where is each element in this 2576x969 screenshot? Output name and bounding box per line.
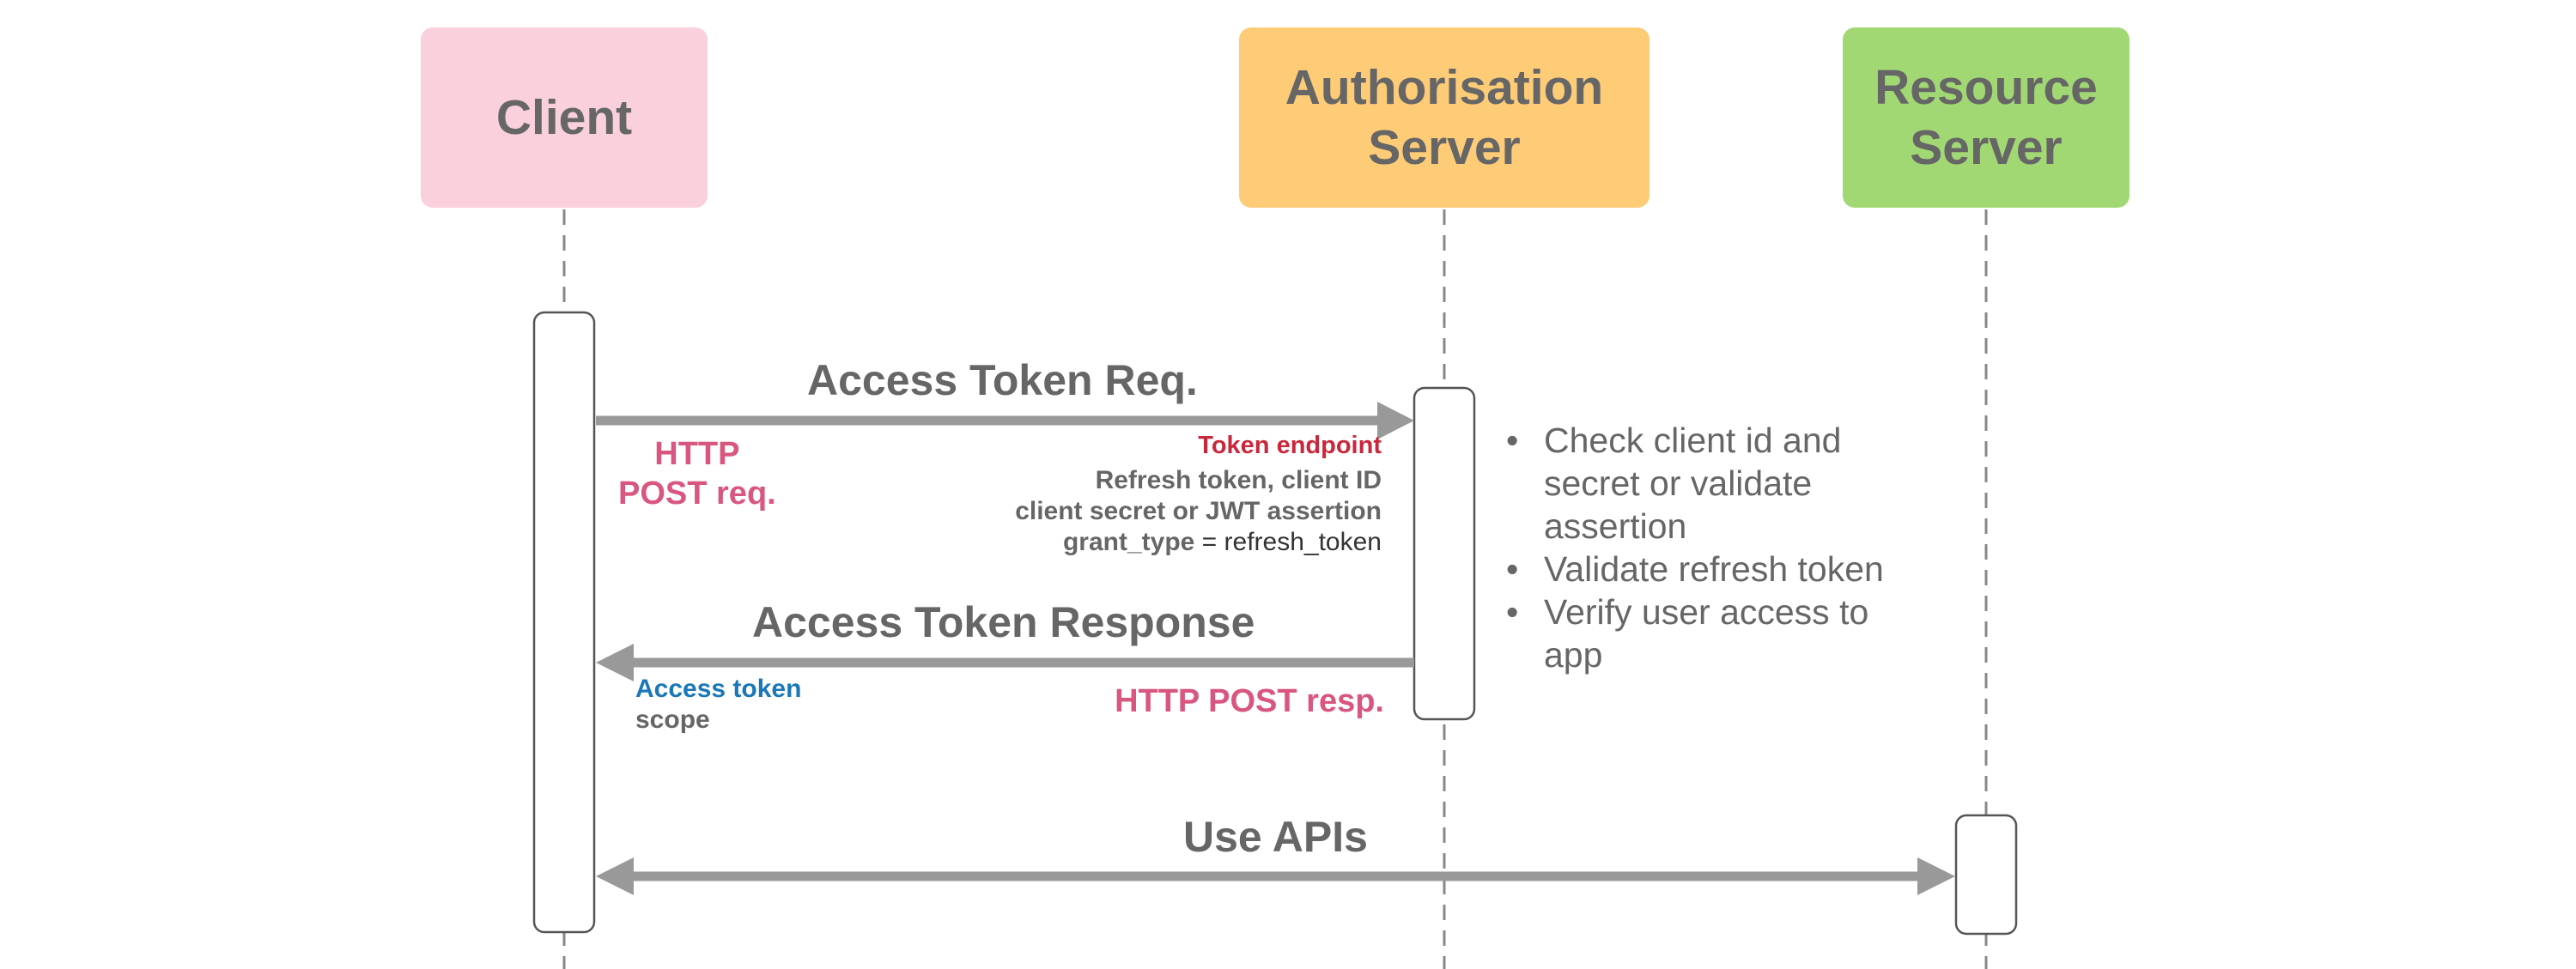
client-participant: Client	[421, 27, 708, 208]
grant-type-value: refresh_token	[1224, 528, 1382, 556]
access-token-response-label: Access Token Response	[752, 598, 1255, 646]
access-token-field: Access token	[635, 675, 802, 703]
request-param-line-2: client secret or JWT assertion	[1015, 497, 1382, 525]
resource-server-participant-label: Resource Server	[1874, 60, 2098, 175]
access-token-request-arrowhead	[1377, 402, 1414, 439]
use-apis-arrowhead-left	[596, 857, 634, 895]
authorisation-server-participant-label: Authorisation Server	[1285, 60, 1604, 175]
request-protocol-label: HTTP POST req.	[618, 436, 776, 512]
use-apis-label: Use APIs	[1183, 813, 1368, 861]
check-item: Check client id and secret or validate a…	[1503, 419, 1932, 548]
client-participant-label: Client	[495, 90, 633, 145]
access-token-response-arrowhead	[596, 644, 634, 681]
token-endpoint-label: Token endpoint	[1198, 432, 1382, 459]
response-protocol-label: HTTP POST resp.	[1115, 683, 1384, 719]
client-activation	[532, 311, 596, 934]
request-grant-type-line: grant_type = refresh_token	[1015, 527, 1382, 558]
resource-server-participant: Resource Server	[1843, 27, 2129, 208]
access-token-request-label: Access Token Req.	[807, 356, 1198, 404]
auth-activation	[1413, 386, 1476, 721]
check-item: Validate refresh token	[1503, 548, 1932, 590]
scope-field: scope	[635, 706, 710, 734]
resource-activation	[1954, 814, 2018, 936]
authorisation-server-checks: Check client id and secret or validate a…	[1503, 419, 1932, 676]
grant-type-equals: =	[1194, 528, 1224, 556]
check-item: Verify user access to app	[1503, 590, 1932, 676]
use-apis-arrowhead-right	[1917, 857, 1955, 895]
authorisation-server-participant: Authorisation Server	[1239, 27, 1649, 208]
request-param-line-1: Refresh token, client ID	[1095, 466, 1382, 494]
grant-type-key: grant_type	[1062, 528, 1195, 556]
request-params: Refresh token, client ID client secret o…	[1015, 465, 1382, 558]
